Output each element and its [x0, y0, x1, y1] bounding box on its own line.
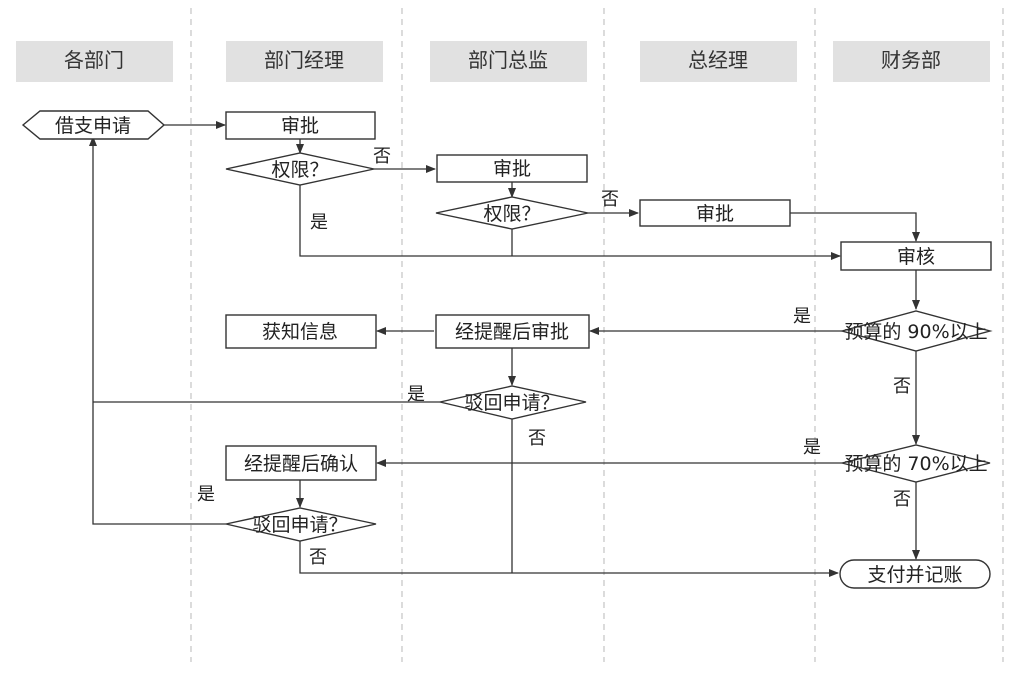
dir-authority-label: 权限？	[483, 203, 540, 225]
gm-approve-shape	[639, 199, 791, 227]
edge-mgr-reject-no	[299, 541, 839, 577]
budget70-label: 预算的 70%以上	[844, 453, 987, 475]
connectors	[89, 121, 920, 577]
lane-header-bg-4	[640, 41, 797, 82]
edge-label-mgr-reject-yes: 是	[197, 484, 215, 505]
dir-remind-approve-shape	[435, 314, 590, 349]
lane-header-bg-3	[430, 41, 587, 82]
dir-reject-label: 驳回申请？	[464, 392, 559, 414]
edge-mgr-authority-yes	[299, 185, 841, 260]
lane-headers: 各部门 部门经理 部门总监 总经理 财务部	[16, 41, 990, 82]
fin-review-shape	[840, 241, 992, 271]
edge-label-mgr-reject-no: 否	[309, 547, 327, 568]
mgr-approve-shape	[225, 111, 376, 140]
node-labels: 借支申请 审批 权限？ 审批 权限？ 审批 审核 预算的 90%以上 获知信息 …	[55, 115, 988, 586]
edge-label-b90-no: 否	[893, 376, 911, 397]
dir-authority-shape	[435, 196, 589, 230]
budget70-shape	[841, 444, 991, 483]
lane-header-dept-director: 部门总监	[468, 48, 548, 72]
mgr-remind-confirm-label: 经提醒后确认	[244, 453, 358, 475]
edge-labels: 否 是 否 是 否 是 否 是 否 是 否	[197, 146, 911, 568]
fin-review-label: 审核	[897, 246, 935, 268]
dir-reject-shape	[439, 385, 587, 420]
edge-mgr-reject-yes	[89, 136, 226, 525]
edge-label-b70-yes: 是	[803, 437, 821, 458]
shapes	[21, 110, 993, 589]
pay-record-label: 支付并记账	[867, 564, 962, 586]
edge-label-mgr-no: 否	[373, 146, 391, 167]
lane-header-departments: 各部门	[64, 48, 124, 72]
mgr-approve-label: 审批	[281, 115, 319, 137]
edge-label-mgr-yes: 是	[310, 212, 328, 233]
dir-approve-shape	[436, 154, 588, 183]
dir-remind-approve-label: 经提醒后审批	[455, 321, 569, 343]
pay-record-shape	[839, 559, 991, 589]
edge-label-b70-no: 否	[893, 489, 911, 510]
lane-dividers	[190, 8, 1004, 662]
edge-label-b90-yes: 是	[793, 306, 811, 327]
edge-label-dir-reject-yes: 是	[407, 384, 425, 405]
lane-header-general-manager: 总经理	[688, 48, 748, 72]
dir-approve-label: 审批	[493, 158, 531, 180]
gm-approve-label: 审批	[696, 203, 734, 225]
lane-header-bg-5	[833, 41, 990, 82]
notify-info-label: 获知信息	[262, 321, 338, 343]
mgr-authority-label: 权限？	[271, 159, 328, 181]
budget90-shape	[839, 310, 993, 352]
mgr-remind-confirm-shape	[225, 445, 377, 481]
edge-label-dir-no: 否	[601, 189, 619, 210]
notify-info-shape	[225, 314, 377, 349]
mgr-authority-shape	[225, 152, 375, 186]
mgr-reject-label: 驳回申请？	[252, 514, 347, 536]
lane-header-finance: 财务部	[881, 48, 941, 72]
budget90-label: 预算的 90%以上	[844, 321, 987, 343]
borrow-request-shape	[21, 110, 166, 140]
edge-gm-approve-to-review	[790, 212, 920, 242]
borrow-request-label: 借支申请	[55, 115, 131, 137]
lane-header-dept-manager: 部门经理	[264, 48, 344, 72]
edge-label-dir-reject-no: 否	[528, 428, 546, 449]
lane-header-bg-1	[16, 41, 173, 82]
lane-header-bg-2	[226, 41, 383, 82]
mgr-reject-shape	[225, 507, 377, 542]
